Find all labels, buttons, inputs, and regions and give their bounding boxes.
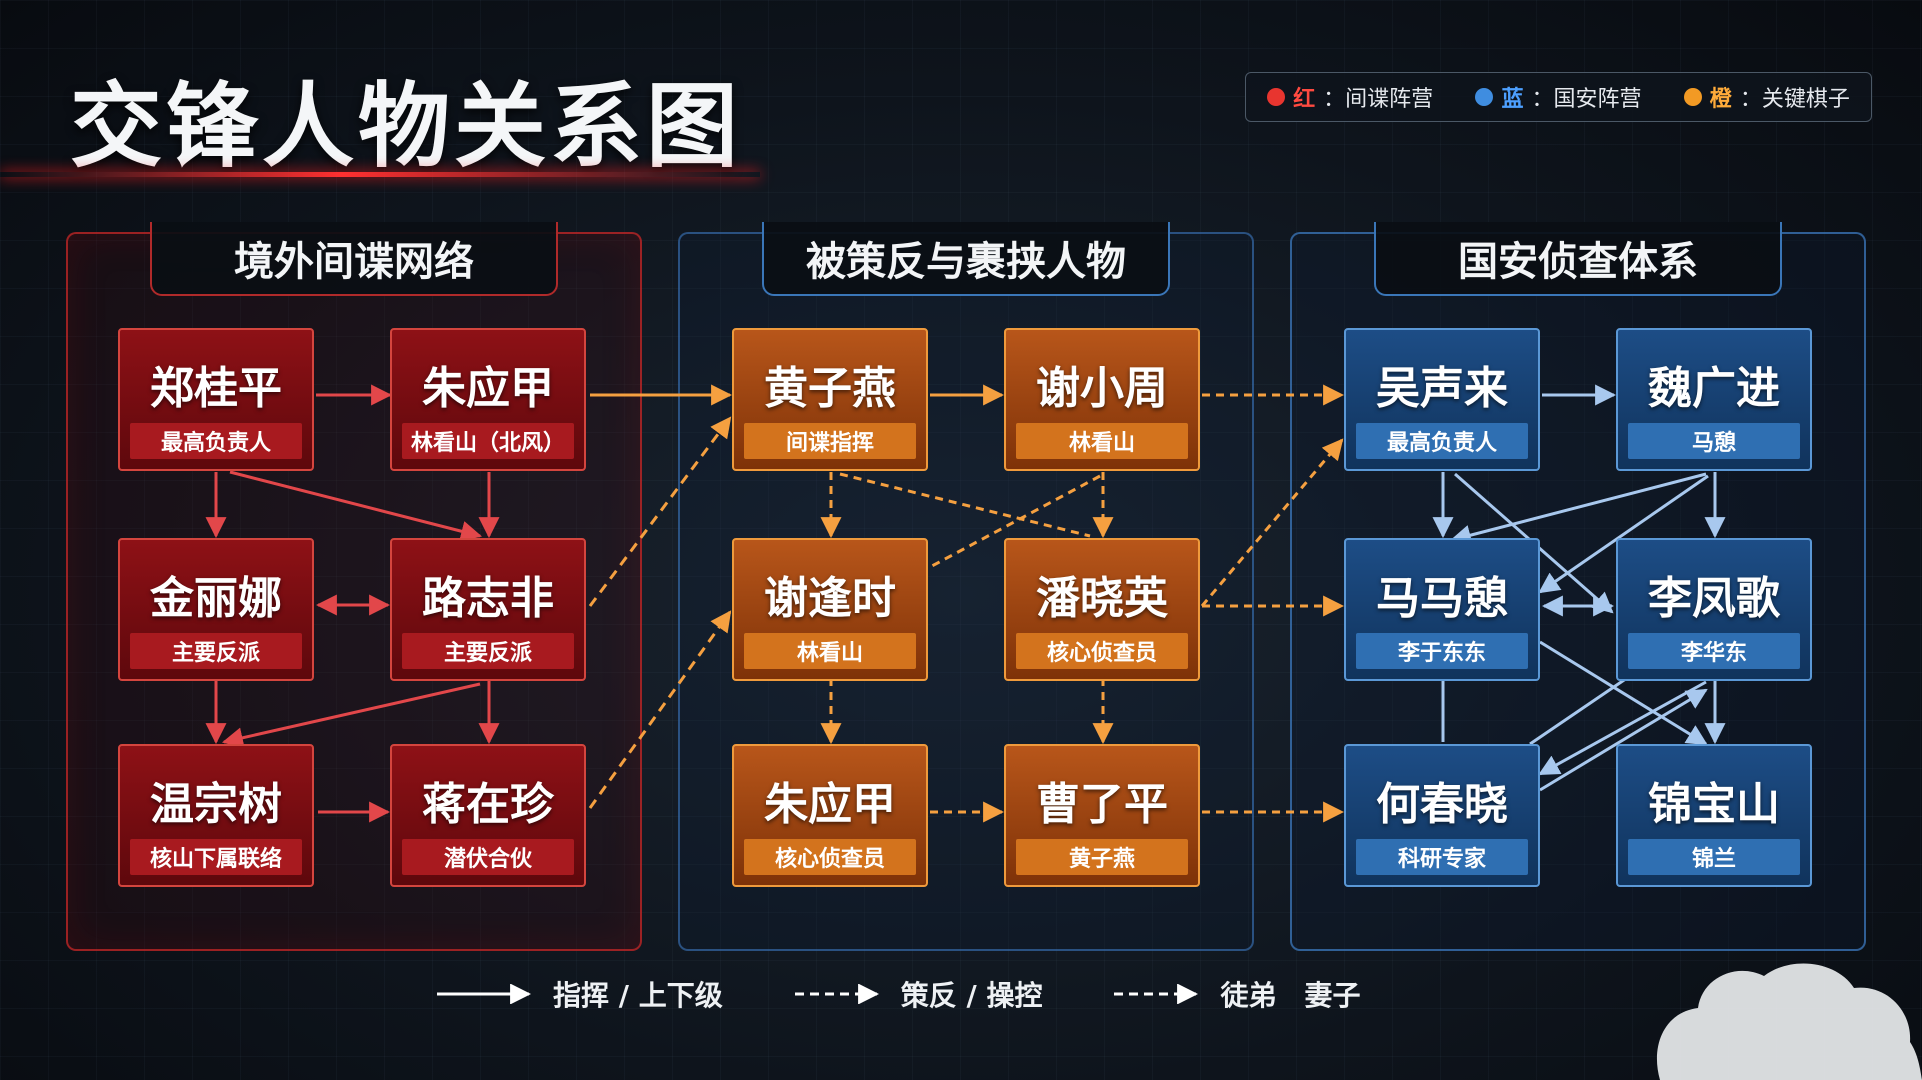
node-role: 李于东东 [1356,633,1528,669]
line-legend-solid-label: 指挥 / 上下级 [553,979,723,1012]
node-role: 核山下属联络 [130,839,302,875]
node-name: 温宗树 [150,779,282,830]
node-name: 郑桂平 [150,363,282,414]
line-legend-dashed-2: 徒弟 妻子 [1112,974,1360,1014]
node-name: 吴声来 [1376,363,1508,414]
node-zhu-yingjia-orange: 朱应甲 核心侦查员 [732,744,928,887]
line-style-legend: 指挥 / 上下级 策反 / 操控 徒弟 妻子 [435,972,1435,1016]
node-pan-xiaoying: 潘晓英 核心侦查员 [1004,538,1200,681]
node-role: 主要反派 [402,633,574,669]
legend-item-orange: 橙 ：关键棋子 [1683,81,1850,113]
node-huang-ziyan: 黄子燕 间谍指挥 [732,328,928,471]
node-jin-lina: 金丽娜 主要反派 [118,538,314,681]
dashed-arrow-icon-2 [1114,984,1199,1004]
node-li-fengge: 李凤歌 李华东 [1616,538,1812,681]
node-role: 林看山 [744,633,916,669]
node-role: 最高负责人 [130,423,302,459]
title-light-streak [0,172,760,177]
legend-label-orange: ：关键棋子 [1739,87,1850,112]
line-legend-dashed-label: 策反 / 操控 [900,979,1043,1012]
node-zheng-guiping: 郑桂平 最高负责人 [118,328,314,471]
node-he-chunxiao: 何春晓 科研专家 [1344,744,1540,887]
node-name: 李凤歌 [1648,573,1780,624]
node-name: 黄子燕 [764,363,896,414]
legend-key-red: 红 [1293,87,1316,112]
dashed-arrow-icon [794,984,879,1004]
node-name: 魏广进 [1648,363,1780,414]
node-role: 林看山（北风） [402,423,574,459]
line-legend-dashed-2-label: 徒弟 妻子 [1220,979,1361,1012]
cloud-watermark-icon [1656,963,1922,1080]
legend-key-orange: 橙 [1709,87,1732,112]
node-role: 锦兰 [1628,839,1800,875]
node-xie-fengshi: 谢逢时 林看山 [732,538,928,681]
node-role: 间谍指挥 [744,423,916,459]
node-name: 曹了平 [1036,779,1168,830]
node-name: 马马憩 [1376,573,1508,624]
solid-arrow-icon [437,984,532,1004]
node-name: 朱应甲 [764,779,896,830]
red-dot-icon [1267,88,1286,106]
node-role: 潜伏合伙 [402,839,574,875]
legend-label-blue: ：国安阵营 [1531,87,1642,112]
color-legend: 红 ：间谍阵营 蓝 ：国安阵营 橙 ：关键棋子 [1245,72,1872,122]
node-wei-guangjin: 魏广进 马憩 [1616,328,1812,471]
node-name: 何春晓 [1376,779,1508,830]
node-role: 最高负责人 [1356,423,1528,459]
node-lu-zhifei: 路志非 主要反派 [390,538,586,681]
node-wu-shenglai: 吴声来 最高负责人 [1344,328,1540,471]
node-name: 蒋在珍 [422,779,554,830]
node-role: 李华东 [1628,633,1800,669]
blue-dot-icon [1475,88,1494,106]
node-role: 黄子燕 [1016,839,1188,875]
spy-network-panel-title: 境外间谍网络 [150,222,558,296]
node-role: 核心侦查员 [744,839,916,875]
line-legend-solid: 指挥 / 上下级 [435,974,723,1014]
node-name: 潘晓英 [1036,573,1168,624]
line-legend-dashed: 策反 / 操控 [793,974,1043,1014]
legend-label-red: ：间谍阵营 [1323,87,1434,112]
node-xie-xiaozhou: 谢小周 林看山 [1004,328,1200,471]
legend-item-blue: 蓝 ：国安阵营 [1475,81,1642,113]
security-system-panel-title: 国安侦查体系 [1374,222,1782,296]
legend-key-blue: 蓝 [1501,87,1524,112]
node-role: 主要反派 [130,633,302,669]
node-role: 林看山 [1016,423,1188,459]
node-name: 朱应甲 [422,363,554,414]
node-name: 路志非 [422,573,554,624]
page-title: 交锋人物关系图 [70,73,743,180]
node-cao-leping: 曹了平 黄子燕 [1004,744,1200,887]
node-jin-baoshan: 锦宝山 锦兰 [1616,744,1812,887]
node-role: 马憩 [1628,423,1800,459]
orange-dot-icon [1683,88,1702,106]
turned-persons-panel-title: 被策反与裹挟人物 [762,222,1170,296]
node-wen-zongshu: 温宗树 核山下属联络 [118,744,314,887]
node-name: 谢逢时 [764,573,896,624]
node-role: 核心侦查员 [1016,633,1188,669]
node-role: 科研专家 [1356,839,1528,875]
node-name: 锦宝山 [1648,779,1780,830]
node-ma-maqi: 马马憩 李于东东 [1344,538,1540,681]
legend-item-red: 红 ：间谍阵营 [1267,81,1433,113]
node-jiang-zaizhen: 蒋在珍 潜伏合伙 [390,744,586,887]
node-zhu-yingjia-red: 朱应甲 林看山（北风） [390,328,586,471]
node-name: 谢小周 [1036,363,1168,414]
node-name: 金丽娜 [150,573,282,624]
